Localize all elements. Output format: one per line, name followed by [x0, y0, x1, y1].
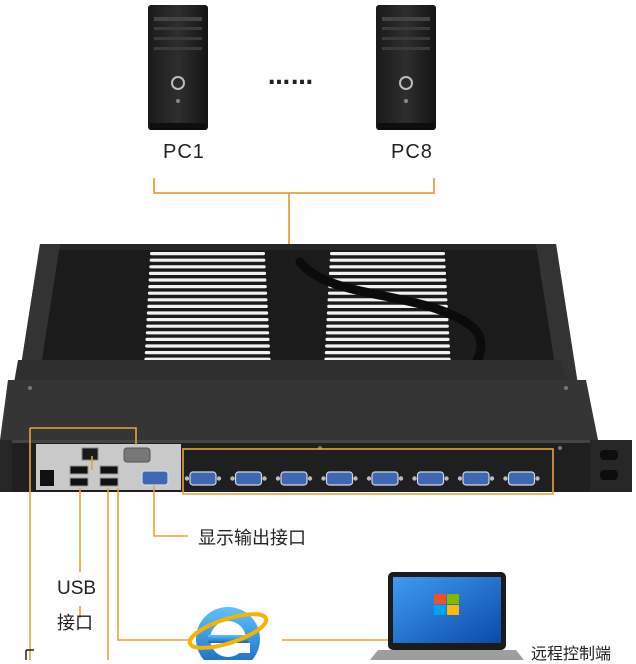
vent-slot: [325, 337, 450, 341]
vent-slot: [326, 311, 449, 315]
vent-slot: [146, 311, 269, 315]
vga-port-icon: [507, 471, 536, 486]
vga-port-screw: [412, 476, 417, 481]
vga-port-screw: [184, 476, 190, 481]
display-output-label: 显示输出接口: [198, 528, 306, 549]
tower-pc-icon: [148, 5, 208, 130]
vent-slot: [329, 265, 446, 269]
vga-port-icon: [234, 471, 263, 486]
usb-port-icon: [69, 465, 119, 487]
vga-port-icon: [141, 470, 169, 486]
kvm-switch-icon: [0, 244, 632, 492]
vent-slot: [324, 351, 451, 355]
vent-slot: [328, 278, 447, 282]
vent-slot: [146, 324, 269, 328]
vent-slot: [148, 271, 267, 275]
vent-slot: [148, 278, 267, 282]
vga-port-icon: [280, 471, 308, 486]
vga-port-screw: [230, 476, 235, 481]
vent-slot: [329, 258, 446, 262]
vga-port-screw: [444, 476, 449, 481]
vent-slot: [145, 337, 270, 341]
pc8-label: PC8: [391, 141, 433, 163]
vga-port-screw: [321, 476, 326, 481]
annotation-lines: [29, 427, 554, 660]
vent-slot: [326, 324, 449, 328]
usb-label-line2: 接口: [57, 613, 93, 634]
vent-slot: [325, 344, 450, 348]
vent-slot: [149, 265, 266, 269]
vga-port-screw: [503, 476, 508, 481]
pc-vga-port-strip: [184, 471, 540, 486]
vent-slot: [328, 271, 447, 275]
vent-slot: [147, 304, 268, 308]
vga-port-screw: [366, 476, 372, 481]
vent-slot: [144, 351, 271, 355]
vent-slot: [146, 318, 269, 322]
vga-port-screw: [398, 476, 404, 481]
vent-slot: [325, 331, 450, 335]
vga-port-icon: [371, 471, 399, 486]
vent-slot: [150, 252, 265, 256]
vga-port-screw: [275, 476, 281, 481]
vent-slot: [145, 331, 270, 335]
vent-slot: [147, 298, 268, 302]
laptop-icon: [370, 572, 524, 660]
vga-port-icon: [416, 471, 445, 486]
vga-port-icon: [189, 471, 217, 486]
vent-slot: [147, 291, 268, 295]
vent-slot: [330, 252, 445, 256]
usb-label-line1: USB: [57, 578, 97, 599]
ellipsis-text: ……: [268, 65, 314, 90]
pc1-label: PC1: [163, 141, 205, 163]
vent-slot: [145, 344, 270, 348]
vent-slot: [149, 258, 266, 262]
vent-slot: [326, 318, 449, 322]
browser-e-icon: [187, 607, 269, 664]
internal-cable: [295, 257, 486, 385]
vga-port-screw: [262, 476, 267, 481]
vga-port-icon: [325, 471, 354, 486]
vga-port-icon: [462, 471, 490, 486]
vga-port-screw: [457, 476, 463, 481]
tower-pc-icon: [376, 5, 436, 130]
vga-port-screw: [353, 476, 358, 481]
remote-control-label: 远程控制端: [531, 644, 612, 663]
vga-port-screw: [216, 476, 222, 481]
vent-slot: [148, 285, 267, 289]
network-port: [81, 447, 99, 461]
vga-port-screw: [307, 476, 313, 481]
vga-port-screw: [535, 476, 540, 481]
vga-port-screw: [489, 476, 495, 481]
